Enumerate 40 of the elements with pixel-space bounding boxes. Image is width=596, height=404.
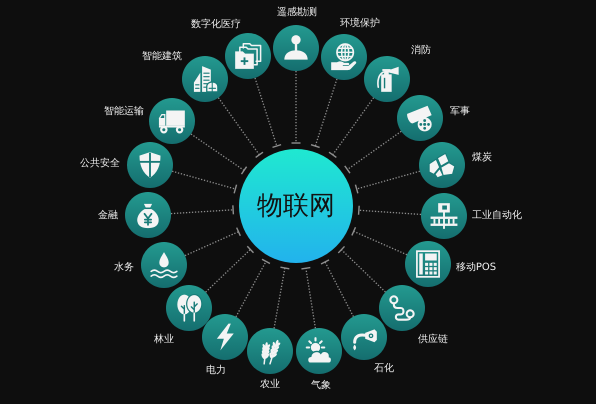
dotted-connector (205, 246, 254, 293)
hub-circle (239, 149, 353, 263)
category-label: 煤炭 (472, 152, 492, 164)
category-label: 军事 (450, 106, 470, 118)
category-label: 水务 (114, 262, 134, 274)
dotted-connector (328, 97, 374, 158)
dotted-connector (290, 71, 302, 144)
dotted-connector (273, 266, 290, 328)
category-label: 供应链 (418, 334, 448, 346)
category-label: 智能运输 (104, 106, 144, 118)
category-label: 林业 (154, 334, 174, 346)
dotted-connector (300, 266, 316, 328)
dotted-connector (170, 204, 234, 216)
dotted-connector (190, 133, 248, 175)
dotted-connector (172, 170, 238, 194)
category-label: 农业 (260, 379, 280, 391)
category-label: 气象 (311, 380, 331, 392)
dotted-connector (338, 246, 386, 293)
category-label: 石化 (374, 363, 394, 375)
category-label: 金融 (98, 210, 118, 222)
dotted-connector (358, 205, 422, 216)
dotted-connector (310, 78, 338, 148)
category-label: 环境保护 (340, 18, 380, 30)
dotted-connector (344, 130, 402, 174)
category-label: 数字化医疗 (191, 19, 241, 31)
dotted-connector (235, 258, 271, 318)
dotted-connector (351, 226, 408, 256)
category-label: 消防 (411, 45, 431, 57)
dotted-connector (354, 170, 420, 194)
dotted-connector (320, 259, 354, 317)
category-label: 智能建筑 (142, 51, 182, 63)
category-label: 公共安全 (80, 158, 120, 170)
dotted-connector (254, 78, 282, 148)
category-label: 电力 (206, 365, 226, 377)
dotted-connector (184, 226, 242, 256)
hub-title: 物联网 (257, 192, 335, 220)
category-label: 工业自动化 (472, 210, 522, 222)
category-label: 遥感勘测 (277, 7, 317, 19)
category-label: 移动POS (456, 262, 496, 274)
dotted-connector (218, 97, 264, 158)
